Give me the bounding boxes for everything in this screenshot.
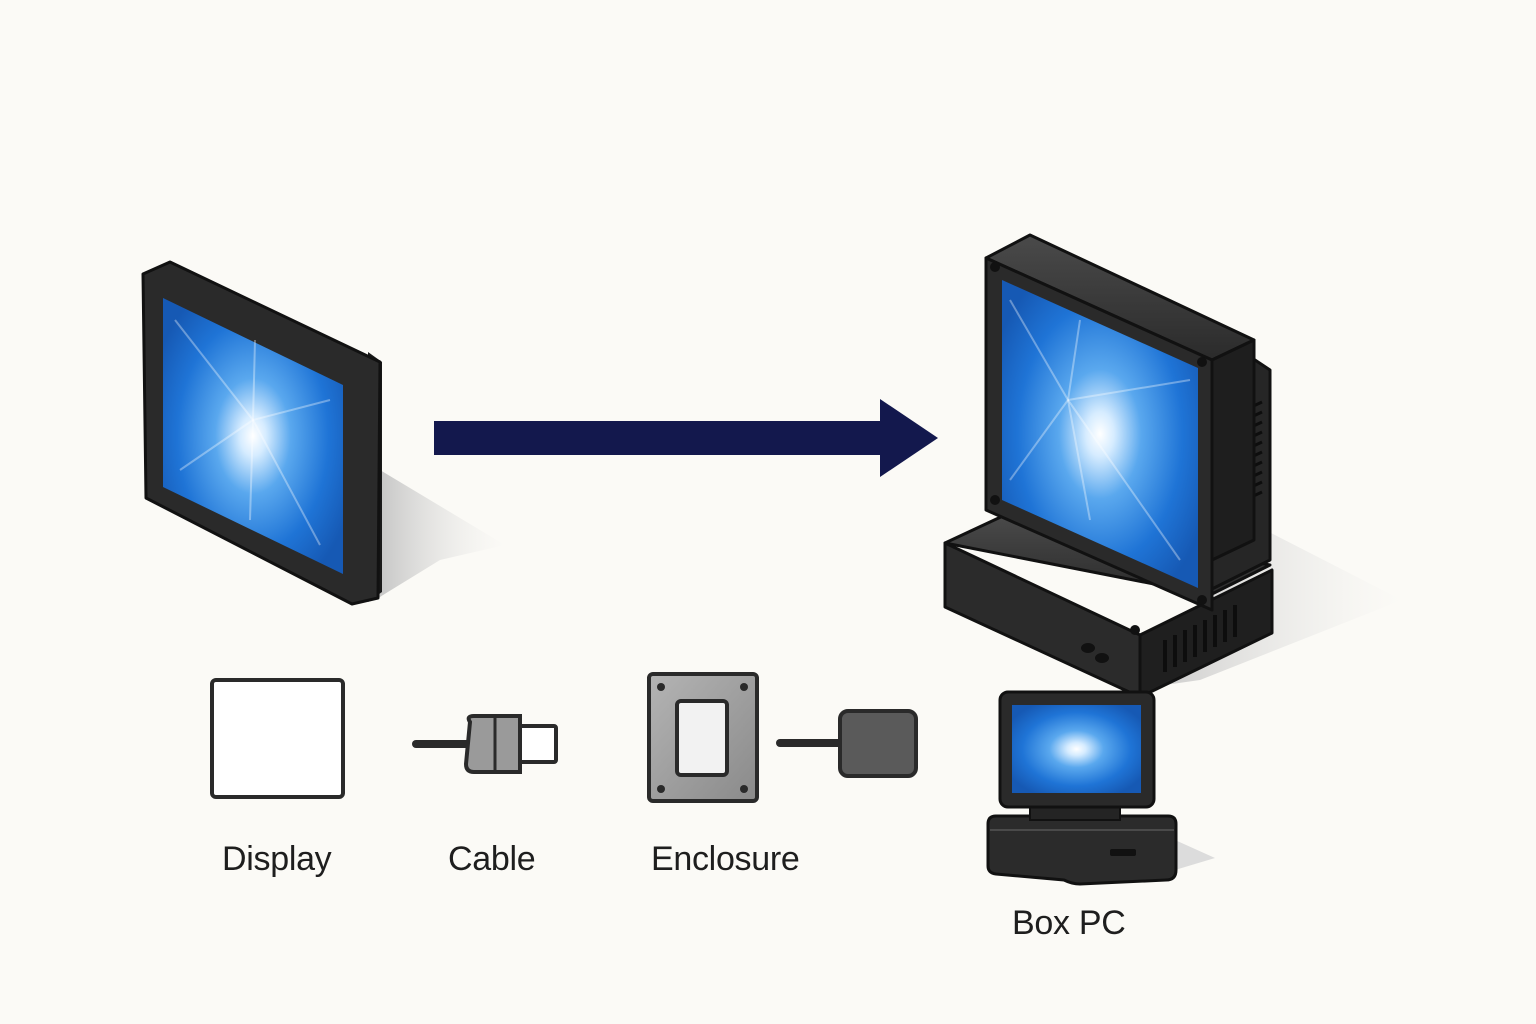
arrow-shaft (434, 421, 884, 455)
cable-plug-tip (518, 724, 558, 764)
cable-connector-icon (412, 714, 558, 774)
enclosure-screw-br (740, 785, 748, 793)
unit-port-1 (1081, 643, 1095, 653)
unit-screen-rays (1009, 299, 1191, 561)
enclosure-screw-tr (740, 683, 748, 691)
display-outline-icon (210, 678, 345, 799)
component-label-display: Display (222, 840, 332, 878)
unit-screw-4 (1197, 595, 1207, 605)
unit-monitor-screen (1002, 280, 1198, 588)
display-screen (163, 298, 343, 574)
enclosure-window (675, 699, 729, 777)
enclosure-plate-icon (647, 672, 759, 803)
standalone-display-device (141, 260, 505, 606)
unit-port-2 (1095, 653, 1109, 663)
assembled-box-pc-unit (943, 233, 1402, 699)
unit-screw-2 (1197, 357, 1207, 367)
display-shadow (375, 470, 505, 600)
boxpc-shadow (1175, 840, 1215, 870)
unit-screw-3 (990, 495, 1000, 505)
enclosure-screw-bl (657, 785, 665, 793)
component-label-box-pc: Box PC (1012, 904, 1126, 942)
component-label-cable: Cable (448, 840, 536, 878)
boxpc-base (986, 814, 1178, 886)
display-screen-rays (174, 319, 331, 546)
flow-arrow (434, 399, 938, 477)
cable-plug-icon (776, 709, 918, 778)
box-pc-icon (986, 690, 1215, 886)
unit-monitor-side (1210, 338, 1256, 562)
unit-screw-1 (990, 262, 1000, 272)
unit-base-vents (1163, 605, 1237, 672)
unit-screw-front (1130, 625, 1140, 635)
arrow-head (880, 399, 938, 477)
boxpc-slot (1110, 849, 1136, 856)
cable-plug-body (463, 714, 522, 774)
plug-body (838, 709, 918, 778)
component-label-enclosure: Enclosure (651, 840, 800, 878)
boxpc-screen (1012, 705, 1141, 793)
enclosure-screw-tl (657, 683, 665, 691)
